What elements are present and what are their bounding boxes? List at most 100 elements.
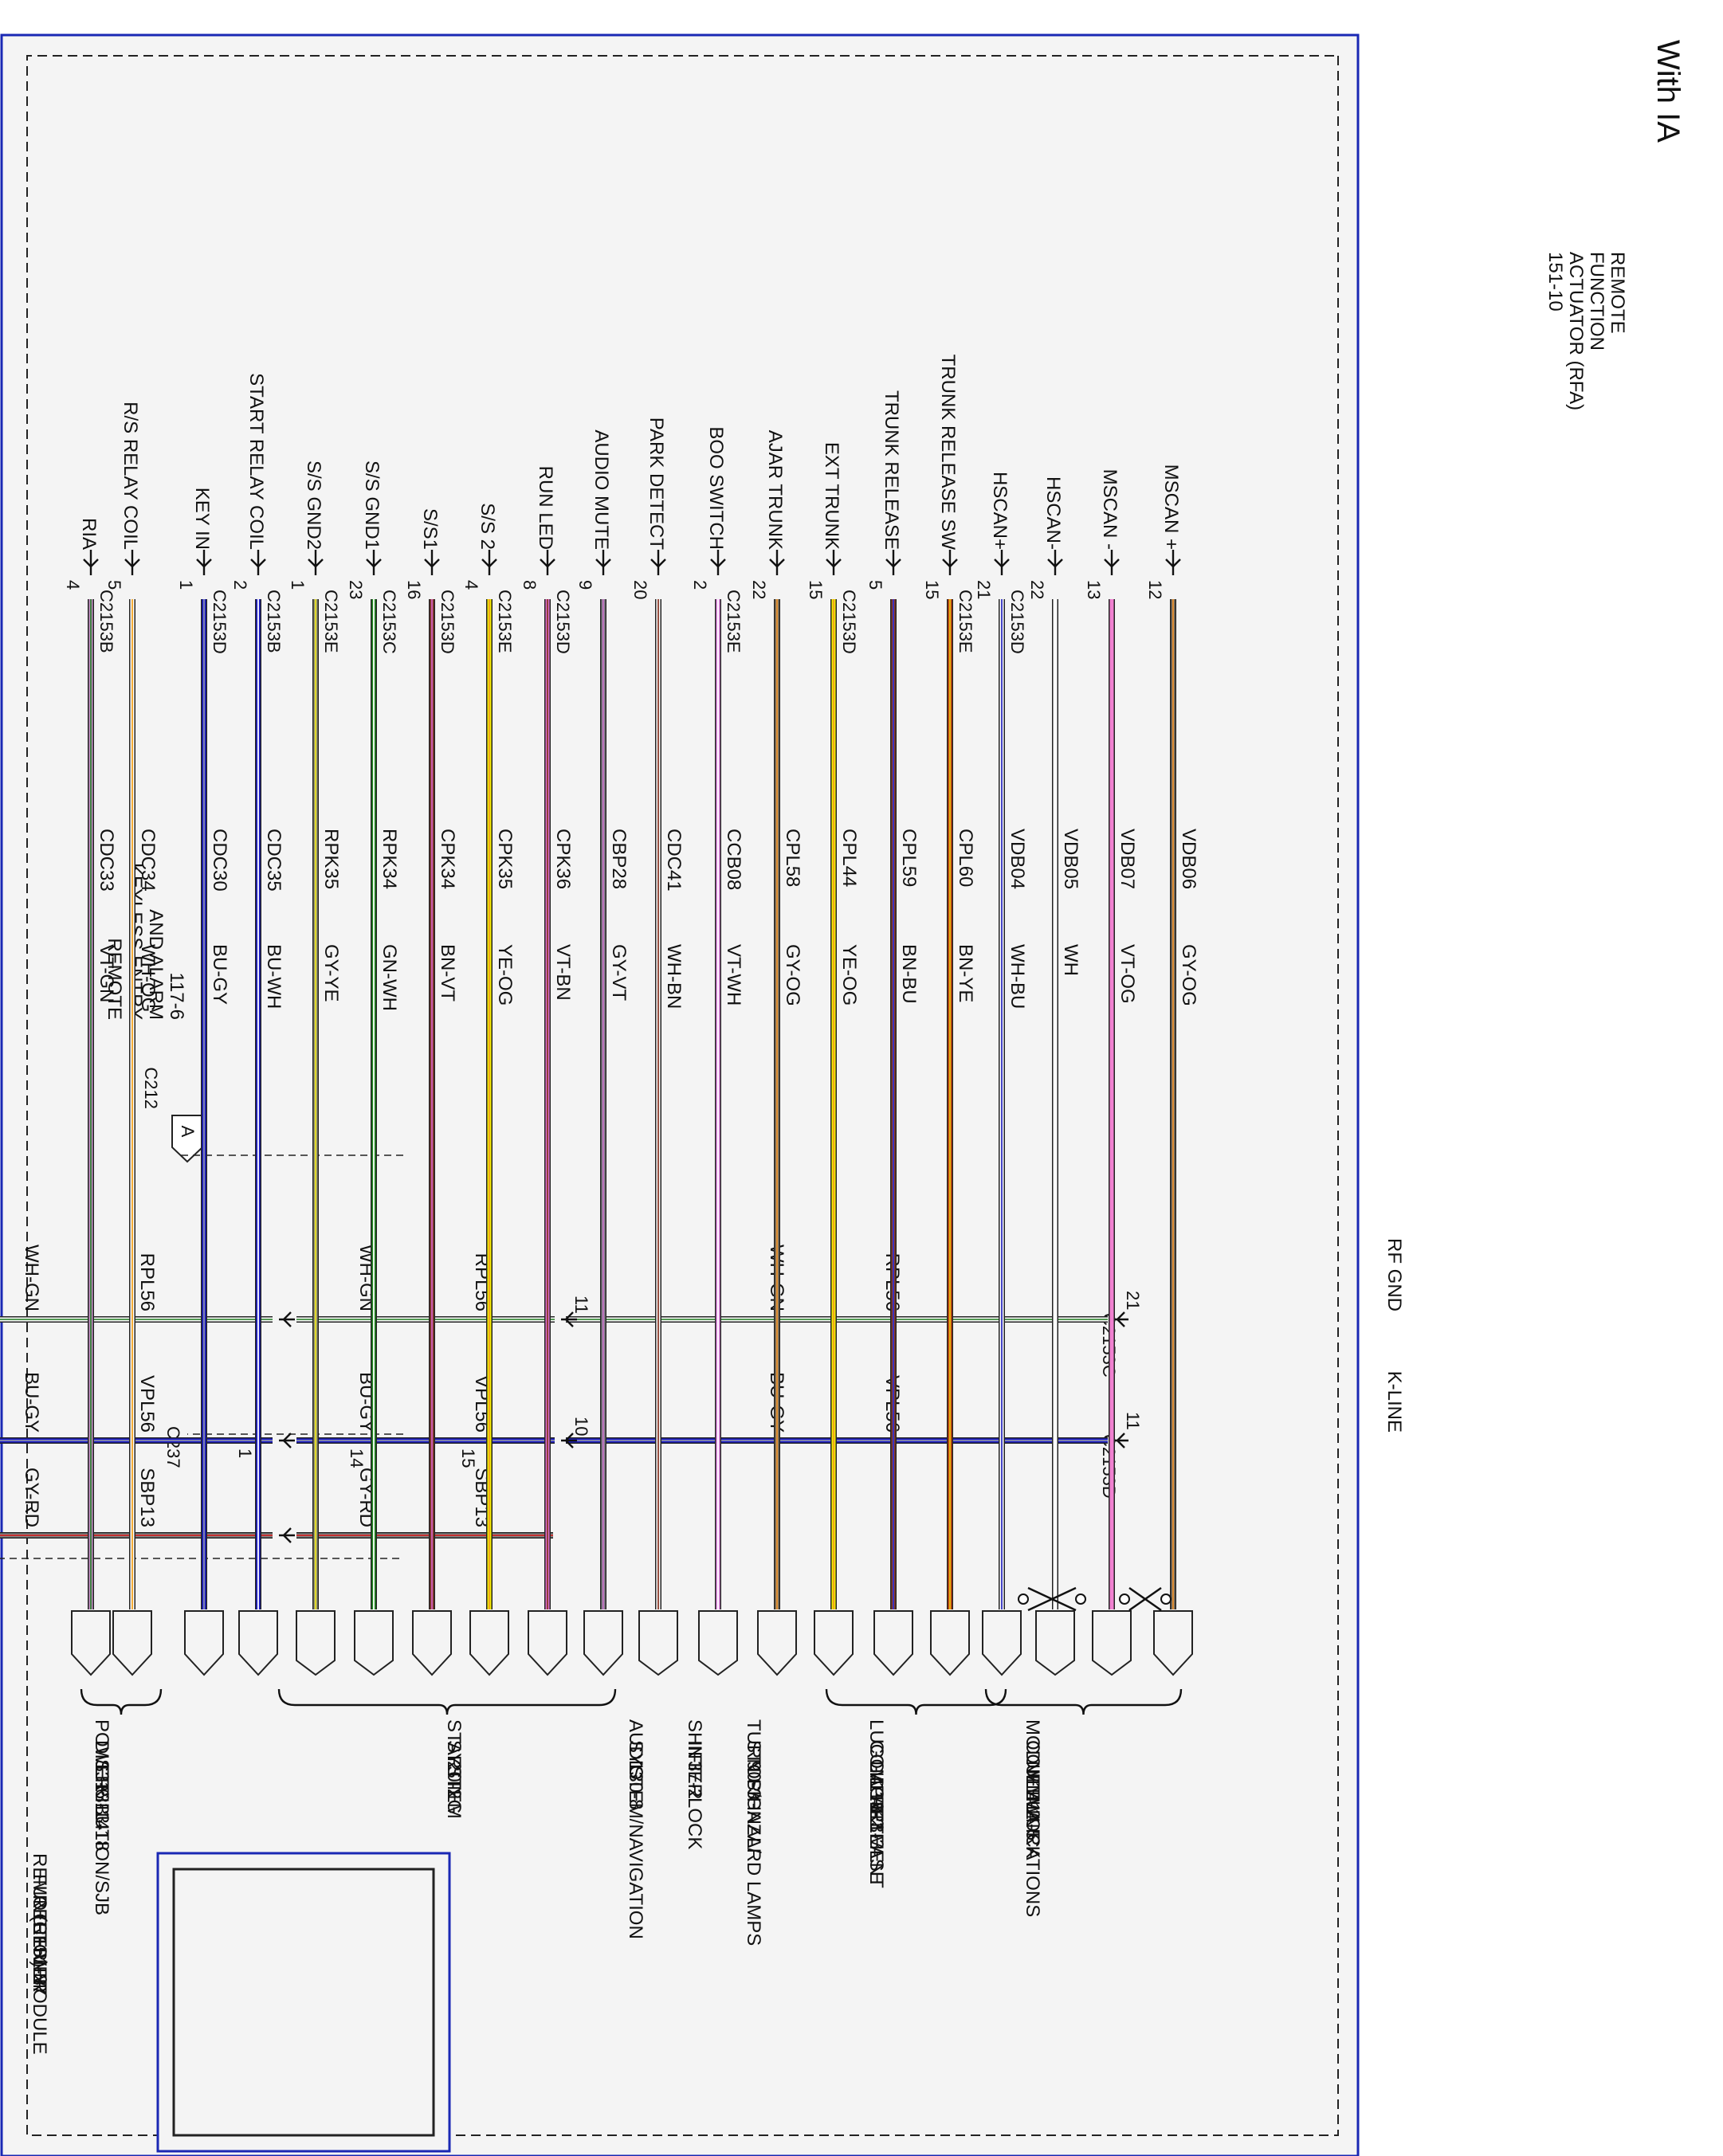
circuit-number: CPK36	[552, 829, 574, 889]
rfa-label-line: 151-10	[1544, 252, 1566, 312]
pin-number: 21	[974, 580, 994, 599]
wire-color-code: WH-BN	[663, 944, 685, 1009]
pin-number: 4	[63, 580, 83, 590]
wire-color-code: BN-BU	[898, 944, 920, 1004]
rfr-label-line: FUNCTIONS	[29, 1874, 50, 1985]
wire-connector-end	[982, 1610, 1022, 1676]
twisted-pair-loop	[1119, 1593, 1130, 1605]
destination-label-line: NETWORK	[1022, 1761, 1043, 1859]
circuit-number: RPK34	[379, 829, 400, 889]
wire-color-code: WH-OG	[137, 944, 159, 1012]
circuit-number: CPK34	[437, 829, 458, 889]
pin-number: 1	[288, 580, 308, 590]
page-title: With IA	[1650, 40, 1686, 143]
circuit-number: VDB04	[1007, 829, 1028, 889]
wire-color-code: WH-GN	[21, 1245, 42, 1311]
destination-label-line: 113-3	[865, 1802, 887, 1850]
wire-color-code: GY-VT	[608, 944, 630, 1001]
wire-connector-end	[528, 1610, 567, 1676]
pin-number: 15	[922, 580, 942, 599]
destination-label-line: 20-2	[443, 1761, 465, 1799]
circuit-number: CPL58	[782, 829, 803, 887]
wire-connector-end	[412, 1610, 452, 1676]
destination-label-line: 113-2	[865, 1782, 887, 1829]
pin-label: K-LINE	[1384, 1371, 1405, 1433]
wire-connector-end	[1153, 1610, 1193, 1676]
circuit-number: CCB08	[723, 829, 744, 890]
wire-color-code: GN-WH	[379, 944, 400, 1011]
pin-label-r-s-relay-coil: R/S RELAY COIL	[120, 402, 141, 550]
destination-label-line: 14-2	[1022, 1782, 1043, 1820]
circuit-number: VPL56	[136, 1375, 158, 1433]
destination-label-line: SHIFT	[684, 1719, 705, 1775]
pin-label-ajar-trunk: AJAR TRUNK	[764, 430, 786, 550]
rfa-label-line: ACTUATOR (RFA)	[1565, 252, 1587, 410]
pin-label-s-s-2: S/S 2	[477, 503, 498, 550]
wire-connector-end	[71, 1610, 111, 1676]
destination-label-line: COMPARTMENT	[865, 1740, 887, 1888]
circuit-number: CDC30	[209, 829, 230, 892]
c237-label: C237	[163, 1426, 183, 1468]
wire-connector-end	[757, 1610, 797, 1676]
wire-connector-end	[112, 1610, 152, 1676]
wire-color-code: BN-VT	[437, 944, 458, 1002]
c237-pin-number: 14	[347, 1448, 367, 1468]
connector-label: C2153E	[321, 590, 341, 653]
wire-connector-end	[873, 1610, 913, 1676]
connector-label: C2153C	[379, 590, 399, 654]
wire-color-code: YE-OG	[838, 944, 860, 1005]
wire-connector-end	[238, 1610, 278, 1676]
destination-brace	[277, 1688, 617, 1715]
pin-number: 11	[1123, 1412, 1143, 1430]
twisted-pair-marker	[1128, 1586, 1162, 1612]
wire-color-code: BU-GY	[209, 944, 230, 1005]
circuit-number: VDB06	[1178, 829, 1199, 889]
wire-color-code: YE-OG	[494, 944, 516, 1005]
twisted-pair-loop	[1018, 1593, 1029, 1605]
rke-source-letter: A	[178, 1126, 198, 1138]
wire-connector-end	[814, 1610, 854, 1676]
destination-label-line: MODULE	[1022, 1719, 1043, 1801]
pin-number: 4	[461, 580, 481, 590]
destination-label-line: 13-14	[91, 1782, 112, 1830]
circuit-number: VDB07	[1117, 829, 1138, 889]
circuit-number: CDC33	[96, 829, 117, 892]
pin-number: 15	[806, 580, 826, 599]
wire-connector-end	[184, 1610, 224, 1676]
connector-label: C2153D	[1007, 590, 1027, 654]
connector-label: C2153B	[96, 590, 116, 653]
wire-color-code: VT-GN	[96, 944, 117, 1002]
connector-label: C2153D	[553, 590, 573, 654]
rfa-label-line: FUNCTION	[1586, 252, 1607, 351]
pin-number: 5	[865, 580, 885, 590]
wire-color-code: BU-WH	[263, 944, 285, 1009]
pin-label-trunk-release: TRUNK RELEASE	[881, 390, 902, 550]
connector-label: C2153D	[438, 590, 457, 654]
destination-brace	[80, 1688, 163, 1715]
rke-label-line: AND ALARM	[145, 909, 167, 1020]
rfr-label-line: REMOTE	[29, 1853, 50, 1935]
wire-color-code: BN-YE	[955, 944, 976, 1002]
wire-color-code: VT-WH	[723, 944, 744, 1005]
pin-label-park-detect: PARK DETECT	[646, 417, 667, 551]
wire-connector-end	[1092, 1610, 1132, 1676]
pin-number: 1	[176, 580, 196, 590]
pin-label-s-s-gnd2: S/S GND2	[303, 461, 324, 550]
connector-label: C2153D	[210, 590, 230, 654]
pin-label-ria: RIA	[78, 518, 100, 550]
destination-label-line: POWER	[91, 1719, 112, 1792]
circuit-number: CDC34	[137, 829, 159, 892]
pin-label-ext-trunk: EXT TRUNK	[821, 442, 842, 550]
wire-connector-end	[469, 1610, 509, 1676]
rke-pin-number: 11	[571, 1296, 591, 1314]
destination-brace	[984, 1688, 1183, 1715]
wire-color-code: VT-OG	[1117, 944, 1138, 1004]
rke-pin-number: 10	[571, 1417, 591, 1436]
destination-label-line: 90-3	[743, 1761, 764, 1799]
destination-label-line: 37-2	[684, 1761, 705, 1799]
destination-label-line: INTERLOCK	[684, 1740, 705, 1849]
pin-label-key-in: KEY IN	[191, 488, 213, 550]
destination-label-line: STARTING	[443, 1719, 465, 1814]
